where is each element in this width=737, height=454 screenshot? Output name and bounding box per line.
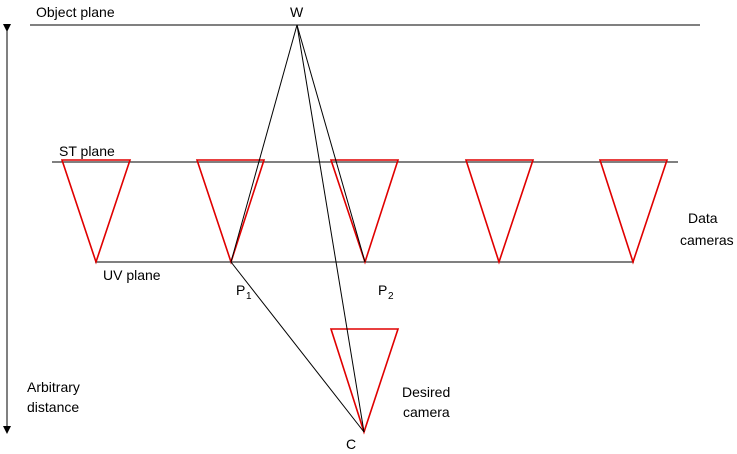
data-camera-5: [598, 159, 669, 265]
c-label: C: [346, 436, 356, 452]
p1-label: P: [236, 282, 245, 298]
arbitrary-distance-label-line2: distance: [27, 399, 79, 415]
desired-camera: [329, 328, 400, 435]
st-plane-label: ST plane: [59, 143, 115, 159]
ray-p1-c: [230, 261, 365, 433]
ray-w-p2: [296, 24, 366, 263]
desired-camera-label-line2: camera: [403, 404, 450, 420]
data-cameras-label-line2: cameras: [680, 232, 734, 248]
data-cameras-label-line1: Data: [688, 210, 718, 226]
p1-subscript: 1: [246, 291, 252, 302]
arbitrary-distance-label-line1: Arbitrary: [27, 379, 80, 395]
data-camera-2: [195, 159, 266, 265]
ray-w-p1: [230, 24, 298, 263]
data-camera-1: [60, 159, 132, 265]
desired-camera-label-line1: Desired: [402, 384, 450, 400]
object-plane-label: Object plane: [36, 4, 115, 20]
p2-subscript: 2: [388, 291, 394, 302]
ray-w-c: [296, 24, 365, 433]
data-camera-3: [329, 159, 400, 265]
w-label: W: [290, 4, 304, 20]
p2-label: P: [378, 282, 387, 298]
uv-plane-label: UV plane: [103, 267, 161, 283]
data-camera-4: [464, 159, 535, 265]
